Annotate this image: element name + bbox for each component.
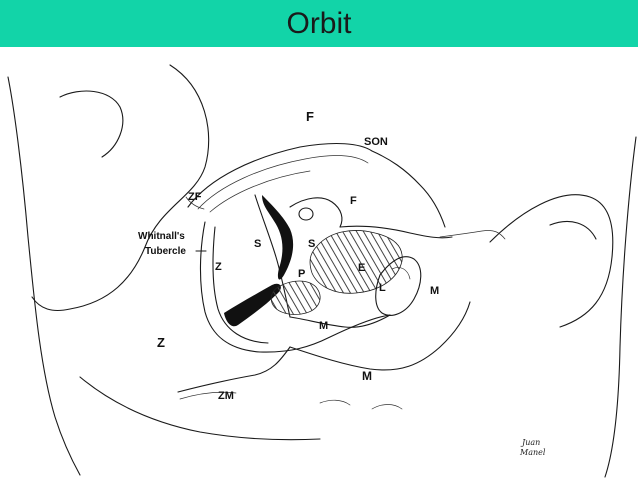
label-zygoma-cheek: Z (157, 335, 165, 350)
ethmoid-region (309, 230, 403, 294)
temple-contour (31, 64, 210, 312)
label-palatine: P (298, 268, 305, 280)
face-outline-right (604, 136, 637, 478)
artist-signature-line1: Juan (520, 438, 540, 447)
label-lacrimal: L (379, 282, 386, 294)
lacrimal-fossa (375, 256, 422, 316)
label-son: SON (364, 136, 388, 148)
ear-contour (59, 90, 124, 158)
label-maxilla-orbit: M (319, 320, 328, 332)
face-outline-left (7, 76, 81, 476)
label-whitnall-2: Tubercle (145, 246, 186, 257)
label-zm: ZM (218, 390, 234, 402)
cheek-contour (79, 376, 321, 441)
orbit-illustration: F SON ZF F Whitnall's Tubercle S S Z P E… (7, 64, 637, 478)
label-frontal-orbit: F (350, 195, 357, 207)
zygomaticofrontal-suture (185, 196, 205, 210)
label-frontal-top: F (306, 109, 314, 124)
label-zygoma-orbit: Z (215, 261, 222, 273)
nose-contour (489, 194, 614, 328)
label-ethmoid: E (358, 262, 365, 274)
page-title: Orbit (286, 6, 352, 40)
maxilla-contour (289, 301, 471, 371)
label-sphenoid-left: S (254, 238, 261, 250)
zygomaticomaxillary-suture (177, 346, 291, 393)
label-zf: ZF (188, 191, 202, 203)
optic-canal (298, 207, 314, 221)
orbital-rim (199, 221, 391, 353)
label-whitnall-1: Whitnall's (138, 231, 185, 242)
superior-orbital-fissure (262, 195, 294, 280)
artist-signature-line2: Manel (519, 448, 546, 457)
label-sphenoid-right: S (308, 238, 315, 250)
label-maxilla-lower: M (362, 369, 372, 383)
supraorbital-rim (187, 143, 446, 228)
label-maxilla-right: M (430, 285, 439, 297)
title-bar: Orbit (0, 0, 638, 47)
orbital-floor-hatching (270, 280, 321, 315)
inferior-orbital-fissure (224, 283, 281, 327)
